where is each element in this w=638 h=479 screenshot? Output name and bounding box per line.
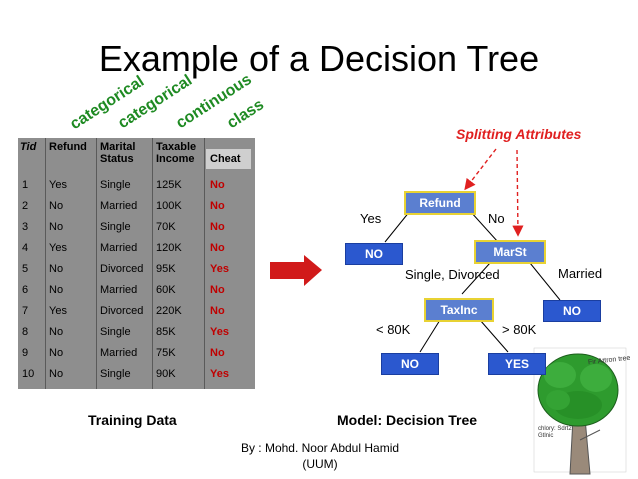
cell-refund: No [49, 347, 64, 359]
split-pointer-marst [512, 149, 524, 237]
edge-taxinc-no [419, 319, 441, 353]
node-marst: MarSt [474, 240, 546, 264]
node-refund: Refund [404, 191, 476, 215]
cell-cheat: No [210, 305, 225, 317]
header-marital: Marital [100, 141, 136, 153]
edge-refund-marst [469, 210, 499, 243]
cell-tid: 10 [22, 368, 35, 380]
header-refund: Refund [49, 141, 87, 153]
cell-marital: Married [100, 242, 138, 254]
cell-marital: Divorced [100, 305, 144, 317]
cell-tid: 4 [22, 242, 29, 254]
training-data-table: Tid Refund Marital Status Taxable Income… [18, 138, 255, 389]
edge-label-greater-80k: > 80K [502, 322, 537, 337]
edge-label-yes: Yes [360, 211, 382, 226]
cell-refund: No [49, 368, 64, 380]
cell-income: 60K [156, 284, 176, 296]
cell-refund: Yes [49, 305, 67, 317]
splitting-attributes-label: Splitting Attributes [456, 126, 582, 142]
cell-marital: Single [100, 179, 131, 191]
caption-model: Model: Decision Tree [337, 412, 478, 428]
cell-cheat: No [210, 284, 225, 296]
edge-label-single-divorced: Single, Divorced [405, 267, 500, 282]
cell-income: 85K [156, 326, 176, 338]
edge-refund-no [384, 210, 411, 243]
cheat-header-box [206, 149, 251, 169]
header-income: Income [156, 153, 195, 165]
cell-cheat: No [210, 347, 225, 359]
slide-title: Example of a Decision Tree [98, 38, 540, 79]
caption-training-data: Training Data [88, 412, 177, 428]
cell-tid: 1 [22, 179, 29, 191]
edge-label-no: No [488, 211, 505, 226]
header-status: Status [100, 153, 134, 165]
cell-tid: 5 [22, 263, 29, 275]
cell-income: 125K [156, 179, 182, 191]
column-separator [152, 138, 153, 389]
cell-refund: Yes [49, 179, 67, 191]
author-line1: By : Mohd. Noor Abdul Hamid [240, 441, 400, 455]
column-separator [204, 138, 205, 389]
edge-marst-taxinc [461, 262, 491, 295]
cell-marital: Married [100, 200, 138, 212]
column-separator [45, 138, 46, 389]
cell-income: 220K [156, 305, 182, 317]
tree-illustration [533, 347, 627, 475]
cell-tid: 9 [22, 347, 29, 359]
edge-marst-no [529, 262, 561, 301]
cell-marital: Single [100, 326, 131, 338]
cell-income: 70K [156, 221, 176, 233]
cell-refund: No [49, 284, 64, 296]
cell-refund: No [49, 221, 64, 233]
cell-marital: Married [100, 347, 138, 359]
edge-taxinc-yes [479, 319, 509, 353]
author-line2: (UUM) [302, 457, 338, 471]
cell-cheat: Yes [210, 263, 229, 275]
cell-income: 90K [156, 368, 176, 380]
cell-cheat: Yes [210, 368, 229, 380]
cell-marital: Single [100, 221, 131, 233]
leaf-no-taxinc: NO [381, 353, 439, 375]
author-credit: By : Mohd. Noor Abdul Hamid (UUM) [240, 440, 400, 472]
leaf-no-refund: NO [345, 243, 403, 265]
header-cheat: Cheat [210, 153, 241, 165]
cell-tid: 8 [22, 326, 29, 338]
header-taxable: Taxable [156, 141, 197, 153]
cell-cheat: No [210, 179, 225, 191]
column-separator [96, 138, 97, 389]
cell-cheat: No [210, 221, 225, 233]
cell-refund: No [49, 326, 64, 338]
split-pointer-refund [464, 148, 497, 191]
cell-marital: Single [100, 368, 131, 380]
cell-income: 75K [156, 347, 176, 359]
cell-refund: No [49, 200, 64, 212]
edge-label-married: Married [558, 266, 603, 281]
cell-tid: 6 [22, 284, 29, 296]
edge-label-less-80k: < 80K [376, 322, 411, 337]
cell-tid: 2 [22, 200, 29, 212]
cell-marital: Married [100, 284, 138, 296]
tree-drawing-note: chlory: Sdrt2 Gtlnic [538, 426, 572, 439]
leaf-yes-taxinc: YES [488, 353, 546, 375]
cell-cheat: No [210, 242, 225, 254]
cell-cheat: Yes [210, 326, 229, 338]
big-red-arrow [270, 255, 322, 286]
cell-income: 120K [156, 242, 182, 254]
node-taxinc: TaxInc [424, 298, 494, 322]
cell-marital: Divorced [100, 263, 144, 275]
cell-cheat: No [210, 200, 225, 212]
cell-income: 100K [156, 200, 182, 212]
cell-tid: 3 [22, 221, 29, 233]
cell-refund: No [49, 263, 64, 275]
cell-income: 95K [156, 263, 176, 275]
header-tid: Tid [20, 141, 37, 153]
cell-refund: Yes [49, 242, 67, 254]
cell-tid: 7 [22, 305, 29, 317]
leaf-no-married: NO [543, 300, 601, 322]
